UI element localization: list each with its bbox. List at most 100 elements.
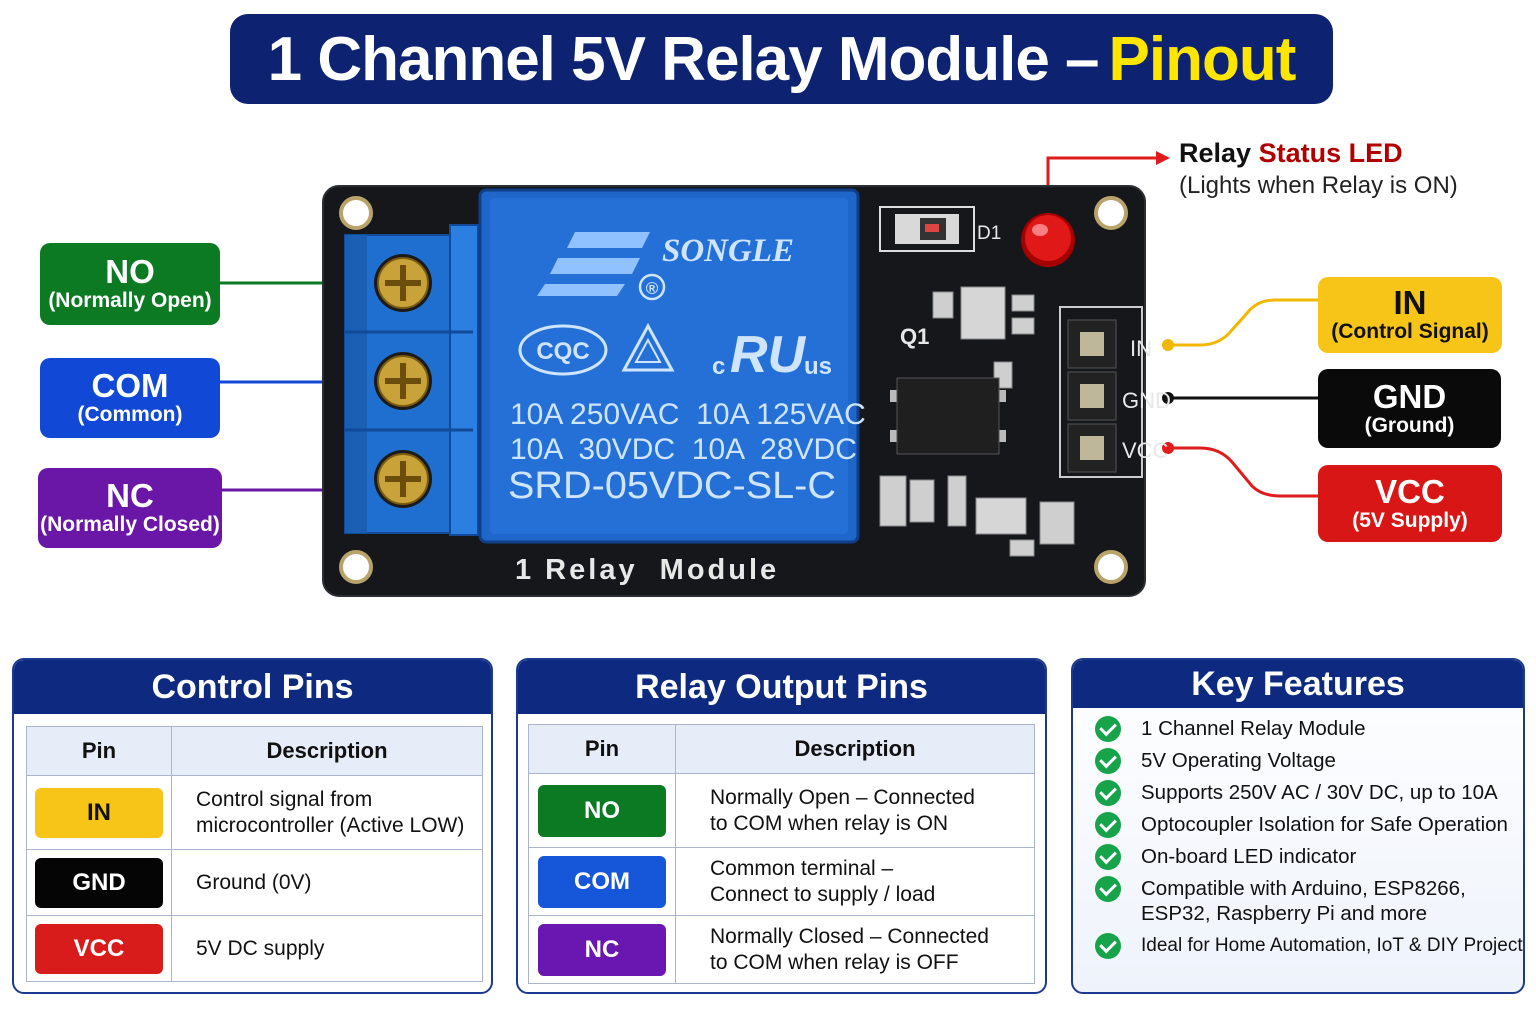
check-icon bbox=[1095, 933, 1121, 959]
registered-circle bbox=[638, 273, 666, 301]
key-features-panel: Key Features 1 Channel Relay Module 5V O… bbox=[1071, 658, 1525, 994]
relay-body: SONGLE ® CQC c RU us 10A 250VAC 10A 125V… bbox=[478, 188, 866, 544]
ul-mark-icon: RU bbox=[730, 326, 807, 384]
control-vcc-desc-1: 5V DC supply bbox=[196, 936, 325, 960]
list-item: 5V Operating Voltage bbox=[1095, 748, 1523, 774]
list-item-continuation: ESP32, Raspberry Pi and more bbox=[1095, 901, 1523, 926]
gnd-connector-dot bbox=[1162, 392, 1174, 404]
pin-label-in: IN (Control Signal) bbox=[1318, 277, 1502, 353]
led-arrow-right bbox=[1156, 151, 1170, 165]
relay-rating-line-2: 10A 30VDC 10A 28VDC bbox=[510, 433, 857, 466]
feature-text: On-board LED indicator bbox=[1141, 845, 1357, 868]
check-icon bbox=[1095, 844, 1121, 870]
pin-label-gnd-name: GND bbox=[1372, 377, 1447, 415]
feature-text: Ideal for Home Automation, IoT & DIY Pro… bbox=[1141, 935, 1525, 956]
pin-chip-in: IN bbox=[35, 787, 163, 838]
smd-components bbox=[879, 286, 1075, 557]
screw-no bbox=[374, 254, 432, 312]
header-vcc-label: VCC bbox=[1122, 438, 1169, 463]
tuv-triangle-icon bbox=[621, 322, 675, 372]
pin-chip-no: NO bbox=[538, 784, 666, 837]
feature-text: Supports 250V AC / 30V DC, up to 10A bbox=[1141, 781, 1498, 804]
pin-label-no-desc: (Normally Open) bbox=[48, 289, 212, 312]
pin-label-no-name: NO bbox=[105, 253, 155, 290]
control-col-pin: Pin bbox=[26, 726, 172, 776]
header-pins bbox=[1059, 306, 1143, 478]
pin-label-no: NO (Normally Open) bbox=[40, 243, 220, 325]
registered-mark: ® bbox=[646, 279, 659, 298]
key-features-list: 1 Channel Relay Module 5V Operating Volt… bbox=[1095, 716, 1525, 965]
output-nc-desc-1: Normally Closed – Connected bbox=[710, 924, 989, 948]
in-connector-dot bbox=[1162, 339, 1174, 351]
relay-rating-line-1: 10A 250VAC 10A 125VAC bbox=[510, 398, 866, 431]
cqc-cert-icon bbox=[518, 324, 608, 376]
control-in-desc-1: Control signal from bbox=[196, 787, 373, 811]
led-callout-subtitle: (Lights when Relay is ON) bbox=[1179, 172, 1458, 199]
output-pins-panel: Relay Output Pins Pin Description NO Nor… bbox=[516, 658, 1047, 994]
title-highlight: Pinout bbox=[1108, 24, 1297, 94]
vcc-connector-dot bbox=[1162, 442, 1174, 454]
check-icon bbox=[1095, 716, 1121, 742]
pin-label-vcc: VCC (5V Supply) bbox=[1318, 465, 1502, 542]
output-nc-desc-2: to COM when relay is OFF bbox=[710, 950, 959, 974]
q1-label: Q1 bbox=[900, 324, 929, 349]
output-no-desc-2: to COM when relay is ON bbox=[710, 811, 949, 835]
check-icon bbox=[1095, 780, 1121, 806]
feature-text: Compatible with Arduino, ESP8266, bbox=[1141, 877, 1466, 900]
list-item: 1 Channel Relay Module bbox=[1095, 716, 1523, 742]
list-item: Optocoupler Isolation for Safe Operation bbox=[1095, 812, 1523, 838]
pin-label-in-name: IN bbox=[1393, 284, 1427, 321]
check-icon bbox=[1095, 748, 1121, 774]
control-pins-panel: Control Pins Pin Description IN Control … bbox=[12, 658, 493, 994]
led-callout-title-a: Relay bbox=[1179, 138, 1252, 168]
header-gnd-label: GND bbox=[1122, 388, 1171, 413]
pin-label-com: COM (Common) bbox=[40, 358, 220, 438]
key-features-title: Key Features bbox=[1073, 660, 1523, 708]
list-item: Supports 250V AC / 30V DC, up to 10A bbox=[1095, 780, 1523, 806]
pin-label-vcc-name: VCC bbox=[1375, 472, 1445, 510]
mounting-holes bbox=[339, 196, 1128, 584]
control-pins-title: Control Pins bbox=[14, 660, 491, 714]
output-com-desc-2: Connect to supply / load bbox=[710, 882, 936, 906]
table-row: VCC 5V DC supply bbox=[26, 915, 483, 982]
ul-us-text: us bbox=[804, 353, 832, 380]
output-col-pin: Pin bbox=[528, 724, 676, 774]
pin-label-nc-desc: (Normally Closed) bbox=[40, 513, 220, 536]
header-in-label: IN bbox=[1130, 336, 1152, 361]
pin-label-com-name: COM bbox=[91, 367, 169, 404]
control-col-desc: Description bbox=[171, 726, 483, 776]
pin-label-gnd-desc: (Ground) bbox=[1364, 413, 1455, 437]
table-row: GND Ground (0V) bbox=[26, 849, 483, 916]
table-row: COM Common terminal –Connect to supply /… bbox=[528, 847, 1035, 916]
screw-com bbox=[374, 352, 432, 410]
board-silkscreen-label: 1 Relay Module bbox=[515, 554, 779, 586]
pin-label-vcc-desc: (5V Supply) bbox=[1352, 508, 1468, 532]
list-item: On-board LED indicator bbox=[1095, 844, 1523, 870]
pin-chip-com: COM bbox=[538, 855, 666, 908]
list-item: Compatible with Arduino, ESP8266, bbox=[1095, 876, 1523, 902]
led-callout-title-b: Status LED bbox=[1258, 138, 1403, 168]
output-com-desc-1: Common terminal – bbox=[710, 856, 894, 880]
relay-brand: SONGLE bbox=[662, 233, 794, 269]
status-led-icon bbox=[1021, 213, 1075, 267]
cqc-cert-text: CQC bbox=[536, 338, 589, 365]
output-no-desc-1: Normally Open – Connected bbox=[710, 785, 975, 809]
feature-text: Optocoupler Isolation for Safe Operation bbox=[1141, 813, 1508, 836]
vcc-connector-line bbox=[1168, 446, 1318, 498]
output-pins-table: Pin Description NO Normally Open – Conne… bbox=[528, 724, 1035, 984]
songle-logo-icon bbox=[537, 232, 650, 296]
feature-text: 5V Operating Voltage bbox=[1141, 749, 1336, 772]
pin-chip-gnd: GND bbox=[35, 857, 163, 908]
control-gnd-desc-1: Ground (0V) bbox=[196, 870, 312, 894]
diode-d1 bbox=[879, 206, 975, 252]
pin-label-nc-name: NC bbox=[106, 477, 154, 514]
pin-chip-vcc: VCC bbox=[35, 923, 163, 974]
feature-text: 1 Channel Relay Module bbox=[1141, 717, 1366, 740]
ul-c-text: c bbox=[712, 353, 725, 380]
pin-label-nc: NC (Normally Closed) bbox=[38, 468, 222, 548]
